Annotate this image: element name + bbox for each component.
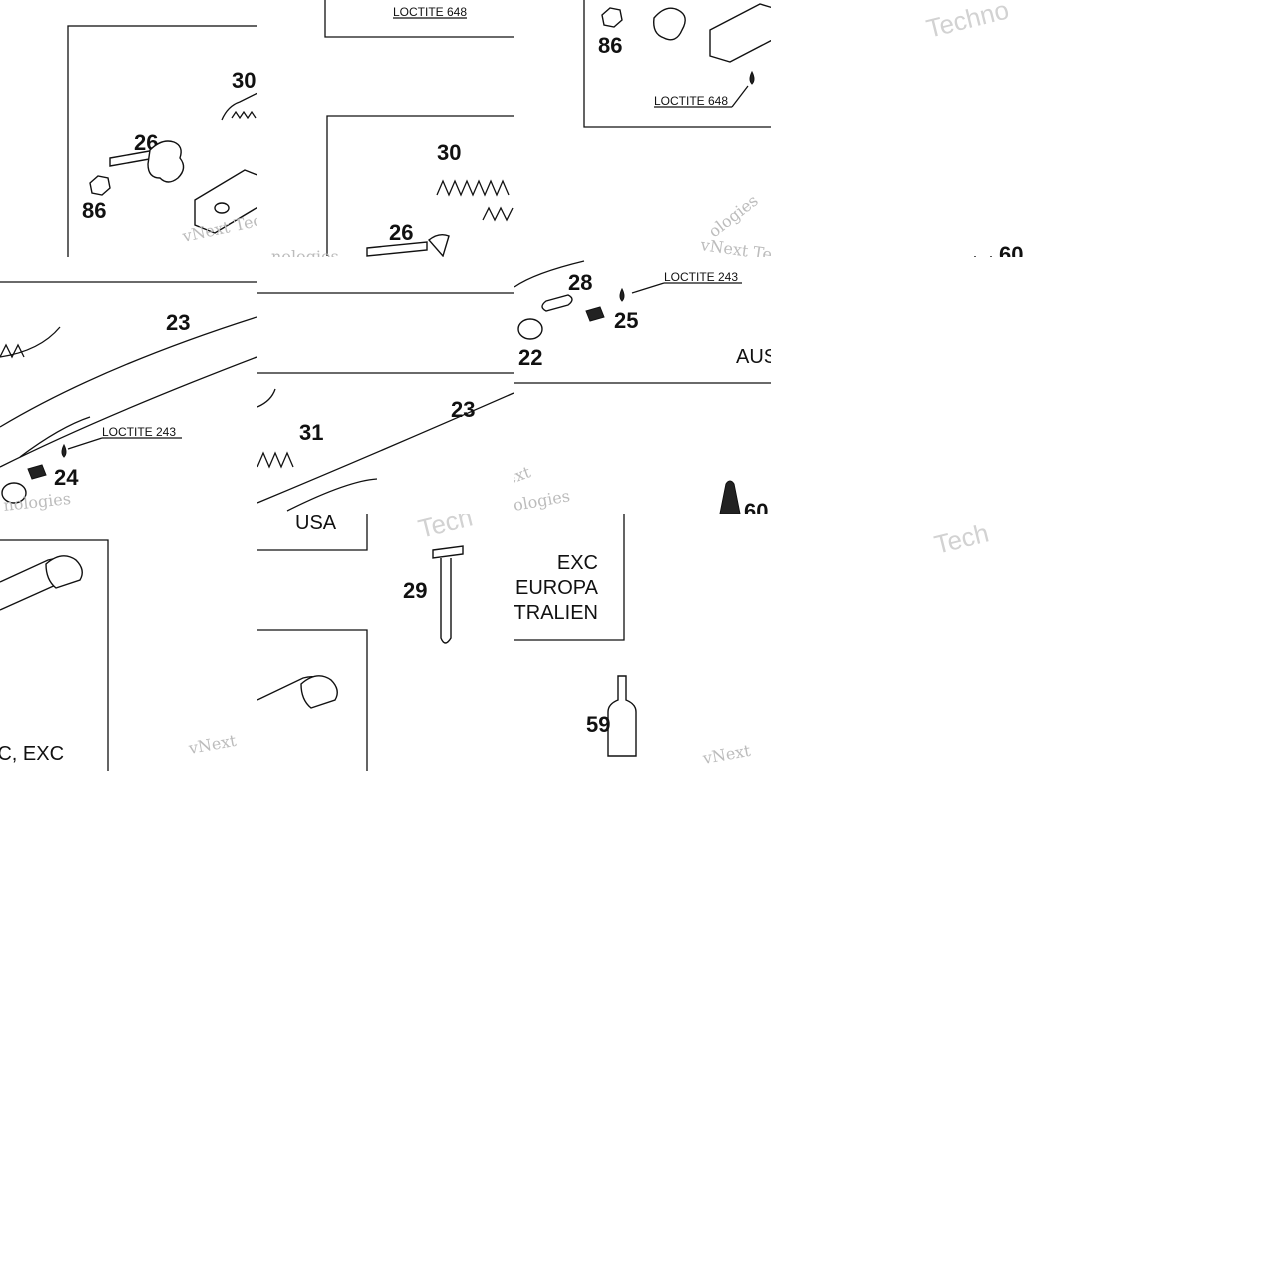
leg-groove [19,416,91,458]
region-label-usa: USA [295,514,337,534]
cone-icon [719,480,741,514]
callout-24: 24 [54,465,79,490]
screw-icon [27,464,47,480]
nut-icon [89,175,111,196]
callout-25: 25 [614,308,638,333]
tile-blank: Tech [771,514,1028,771]
watermark: Tech [931,517,992,559]
cap-icon [1,482,27,504]
leader-line [631,282,665,294]
box-frame [257,514,368,551]
tile-kickstand-leg: 23 LOCTITE 243 24 nologies [0,257,257,514]
tile-shift-lever-assembly: 30 26 86 vNext Tec [0,0,257,257]
box-frame [583,0,771,128]
spring-icon [231,110,257,120]
callout-28: 28 [568,270,592,295]
callout-59: 59 [586,712,610,737]
loctite-243-note: LOCTITE 243 [664,270,738,284]
watermark: ext [514,462,533,489]
callout-60: 60 [999,242,1023,257]
watermark: vNext [186,731,238,758]
watermark-b: ologies [514,486,571,514]
callout-86: 86 [82,198,106,223]
spring-icon-2 [482,206,514,222]
foot-pad-icon [45,555,83,589]
loctite-drop-icon [749,70,755,85]
callout-31: 31 [299,420,323,445]
loctite-648-note: LOCTITE 648 [393,5,467,19]
tool-handle-icon [432,545,464,559]
callout-26: 26 [389,220,413,245]
callout-21: 21 [263,254,287,257]
shift-cam-icon [147,140,185,183]
box-frame [514,514,625,641]
tile-bracket-detail: 28 25 LOCTITE 243 22 AUS ext ologies 60 [514,257,771,514]
leg-upper-edge [257,392,514,504]
leg-groove [286,478,378,512]
shift-cam-icon [427,233,450,257]
shaft-icon [366,241,428,257]
bracket-icon [194,169,257,234]
region-line-australien: STRALIEN [514,602,598,624]
leg-edge-lower [0,583,59,611]
tool-shaft-icon [440,558,452,644]
loctite-bottle-icon [607,675,637,757]
loctite-243-note: LOCTITE 243 [102,425,176,439]
tile-leg-foot-usa: USA Tech 29 [257,514,514,771]
leg-lower-edge [0,356,257,468]
loctite-drop-icon [61,443,67,458]
watermark: vNext [700,741,752,768]
tile-region-label: EXC EUROPA STRALIEN 59 vNext [514,514,771,771]
loctite-drop-icon [619,287,625,302]
nut-icon [601,7,623,28]
assembly-frame [67,25,257,257]
loctite-648-note: LOCTITE 648 [654,94,728,108]
watermark: Tech [415,514,476,544]
spring-hook [221,92,257,121]
callout-30: 30 [437,140,461,165]
spring-hook [0,326,61,358]
spring-icon [0,343,25,359]
region-line-exc: EXC [557,552,598,574]
box-frame [326,115,514,256]
leader-line [67,437,103,450]
box-edge [324,0,514,38]
box-frame-2 [257,629,368,771]
callout-29: 29 [403,578,427,603]
callout-60: 60 [744,499,768,514]
bracket-icon [709,3,771,63]
tube-icon [974,256,992,257]
tile-loctite-648-assembly: 86 LOCTITE 648 vNext Tec ologies [514,0,771,257]
watermark: Techno [923,0,1012,44]
rubber-pad-icon [517,318,543,340]
tile-kickstand-leg-2: 23 31 M [257,257,514,514]
spring-icon [436,179,510,197]
callout-30: 30 [232,68,256,93]
foot-pad-icon [300,675,338,709]
tile-tube-part: Techno 60 [771,0,1028,257]
spring-icon [257,451,294,469]
bracket-hole-icon [214,202,230,214]
screw-icon [585,306,605,322]
spring-hook [257,388,276,408]
box-frame [0,539,109,771]
leg-edge [514,260,585,288]
leader-line [731,85,749,108]
region-label-aus: AUS [736,346,771,368]
callout-22: 22 [518,345,542,370]
callout-23: 23 [166,310,190,335]
link-plate-icon [541,294,573,312]
watermark-b: ologies [705,191,762,241]
watermark: vNext Tec [698,235,771,257]
callout-86: 86 [598,33,622,58]
region-label-xc-exc: XC, EXC [0,743,64,765]
callout-23: 23 [451,397,475,422]
shift-cam-icon [653,7,686,41]
watermark: nologies [271,247,339,257]
region-line-europa: EUROPA [515,577,599,599]
tile-leg-foot: XC, EXC vNext [0,514,257,771]
tile-shift-lever-assembly-2: LOCTITE 648 30 26 21 nologies [257,0,514,257]
leg-upper-edge [0,316,257,428]
